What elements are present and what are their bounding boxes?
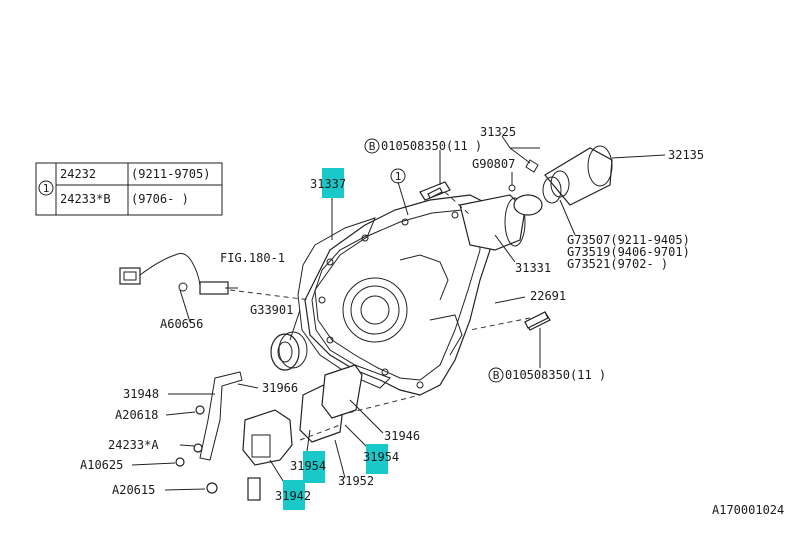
label-bolt-right: 010508350(11 ) bbox=[505, 368, 606, 382]
label-31948: 31948 bbox=[123, 387, 159, 401]
label-32135: 32135 bbox=[668, 148, 704, 162]
highlight-31337 bbox=[322, 168, 344, 198]
table-row-range: (9706- ) bbox=[131, 192, 189, 206]
bolt bbox=[524, 311, 549, 329]
label-31954: 31954 bbox=[290, 459, 326, 473]
label-31946: 31946 bbox=[384, 429, 420, 443]
bolt-badge: B bbox=[493, 369, 500, 382]
label-a10625: A10625 bbox=[80, 458, 123, 472]
table-key: 1 bbox=[43, 182, 50, 195]
table-row-part: 24232 bbox=[60, 167, 96, 181]
phantom-lines bbox=[229, 191, 531, 441]
label-a20615: A20615 bbox=[112, 483, 155, 497]
label-g33901: G33901 bbox=[250, 303, 293, 317]
label-31942: 31942 bbox=[275, 489, 311, 503]
oil-seal bbox=[270, 331, 308, 371]
extension-housing bbox=[459, 145, 613, 251]
highlight-31954-left bbox=[303, 451, 325, 483]
label-a60656: A60656 bbox=[160, 317, 203, 331]
label-31952: 31952 bbox=[338, 474, 374, 488]
transfer-case-housing bbox=[304, 194, 496, 396]
label-bolt-top: 010508350(11 ) bbox=[381, 139, 482, 153]
label-31954: 31954 bbox=[363, 450, 399, 464]
label-31966: 31966 bbox=[262, 381, 298, 395]
label-g90807: G90807 bbox=[472, 157, 515, 171]
label-a20618: A20618 bbox=[115, 408, 158, 422]
speed-sensor bbox=[119, 253, 229, 295]
label-g73521: G73521(9702- ) bbox=[567, 257, 668, 271]
diagram-code: A170001024 bbox=[712, 503, 784, 517]
gasket bbox=[297, 217, 391, 389]
label-g73519: G73519(9406-9701) bbox=[567, 245, 690, 259]
highlight-31954-right bbox=[366, 444, 388, 474]
key-marker: 1 bbox=[395, 170, 402, 183]
label-31337: 31337 bbox=[310, 177, 346, 191]
bolt-badge: B bbox=[369, 140, 376, 153]
part-table: 1 24232 (9211-9705) 24233*B (9706- ) bbox=[35, 162, 223, 216]
label-31331: 31331 bbox=[515, 261, 551, 275]
label-22691: 22691 bbox=[530, 289, 566, 303]
leader-lines bbox=[131, 135, 666, 493]
label-31325: 31325 bbox=[480, 125, 516, 139]
highlight-31942 bbox=[283, 480, 305, 510]
bolt bbox=[427, 187, 443, 199]
label-g73507: G73507(9211-9405) bbox=[567, 233, 690, 247]
label-24233a: 24233*A bbox=[108, 438, 159, 452]
table-row-part: 24233*B bbox=[60, 192, 111, 206]
label-fig: FIG.180-1 bbox=[220, 251, 285, 265]
table-row-range: (9211-9705) bbox=[131, 167, 210, 181]
